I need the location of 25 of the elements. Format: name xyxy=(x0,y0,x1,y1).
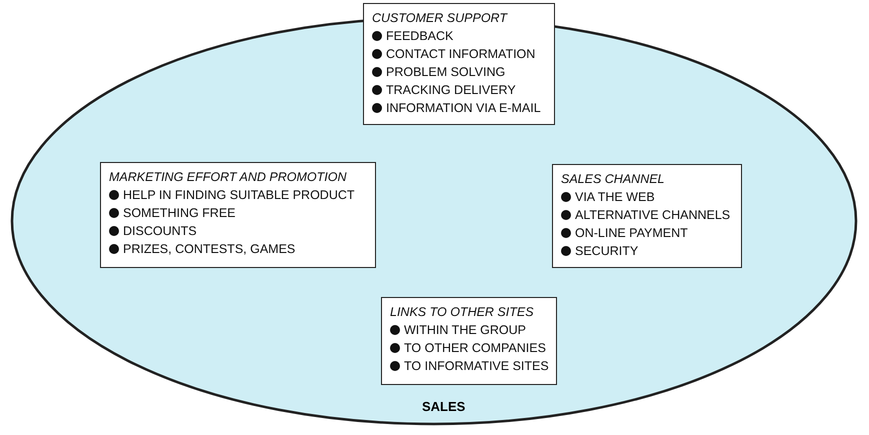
list-item: SOMETHING FREE xyxy=(123,205,236,222)
list-item: TO INFORMATIVE SITES xyxy=(404,358,549,375)
list-item: ON-LINE PAYMENT xyxy=(575,225,688,242)
list-item: PROBLEM SOLVING xyxy=(386,64,506,81)
list-item: HELP IN FINDING SUITABLE PRODUCT xyxy=(123,187,355,204)
list-item: WITHIN THE GROUP xyxy=(404,322,526,339)
category-box xyxy=(552,164,742,268)
category-box xyxy=(381,297,557,385)
box-heading: SALES CHANNEL xyxy=(561,171,666,188)
box-heading: CUSTOMER SUPPORT xyxy=(372,10,509,27)
list-item: DISCOUNTS xyxy=(123,223,197,240)
list-item: ALTERNATIVE CHANNELS xyxy=(575,207,730,224)
list-item: TO OTHER COMPANIES xyxy=(404,340,546,357)
list-item: VIA THE WEB xyxy=(575,189,655,206)
box-heading: LINKS TO OTHER SITES xyxy=(390,304,535,321)
list-item: INFORMATION VIA E-MAIL xyxy=(386,100,541,117)
list-item: FEEDBACK xyxy=(386,28,454,45)
category-box xyxy=(363,3,555,125)
list-item: PRIZES, CONTESTS, GAMES xyxy=(123,241,296,258)
ellipse-label: SALES xyxy=(422,399,466,414)
category-box xyxy=(100,162,376,268)
list-item: SECURITY xyxy=(575,243,638,260)
box-heading: MARKETING EFFORT AND PROMOTION xyxy=(109,169,348,186)
list-item: CONTACT INFORMATION xyxy=(386,46,536,63)
list-item: TRACKING DELIVERY xyxy=(386,82,516,99)
